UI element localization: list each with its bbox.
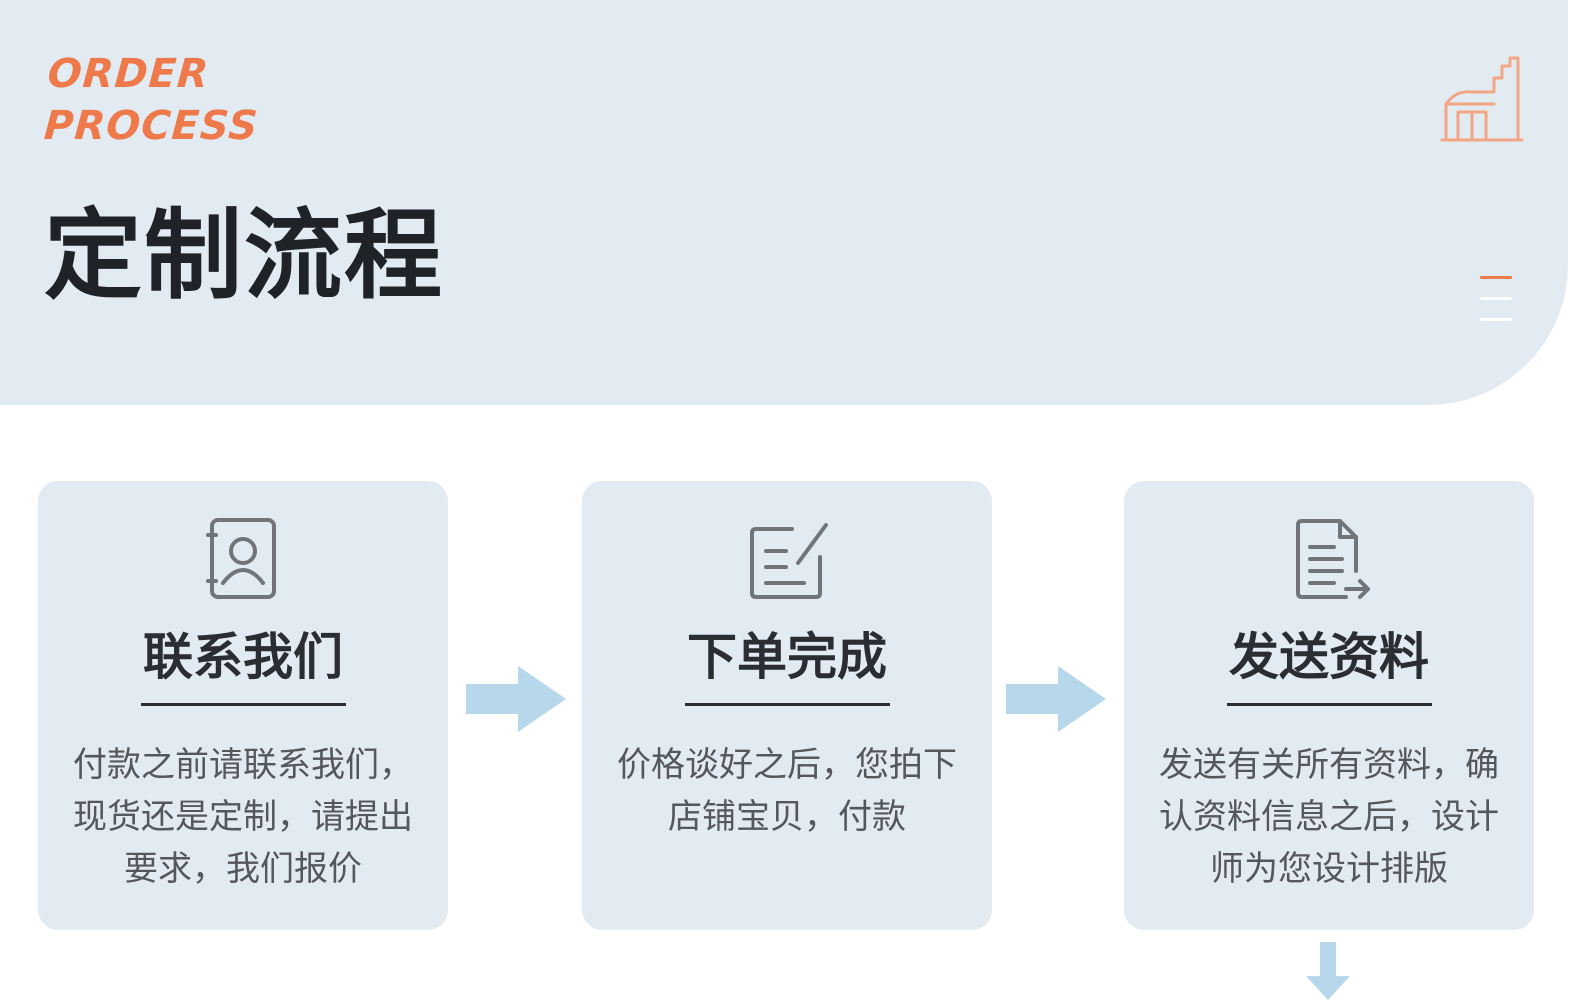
title-underline	[141, 703, 346, 706]
menu-line-top	[1480, 276, 1512, 279]
down-arrow-icon	[1306, 942, 1350, 1000]
english-title-line-1: ORDER	[46, 51, 211, 97]
header-banner: ORDER PROCESS 定制流程	[0, 0, 1568, 405]
document-send-icon	[1296, 519, 1370, 599]
step-description: 价格谈好之后，您拍下店铺宝贝，付款	[617, 745, 957, 837]
user-contact-icon	[206, 518, 276, 599]
step-description: 付款之前请联系我们，现货还是定制，请提出要求，我们报价	[73, 745, 413, 889]
step-card-order: 下单完成 价格谈好之后，您拍下店铺宝贝，付款	[582, 481, 992, 930]
step-title: 发送资料	[1229, 628, 1429, 686]
edit-note-icon	[750, 523, 828, 599]
menu-line-bottom	[1480, 318, 1512, 321]
menu-icon[interactable]	[1480, 276, 1512, 324]
step-description: 发送有关所有资料，确认资料信息之后，设计师为您设计排版	[1159, 745, 1499, 889]
step-title: 下单完成	[687, 628, 887, 686]
page-title: 定制流程	[44, 199, 445, 313]
step-card-contact: 联系我们 付款之前请联系我们，现货还是定制，请提出要求，我们报价	[38, 481, 448, 930]
english-title: ORDER PROCESS	[42, 48, 263, 152]
english-title-line-2: PROCESS	[42, 103, 260, 149]
title-underline	[1227, 703, 1432, 706]
right-arrow-icon	[1006, 666, 1106, 732]
factory-icon	[1440, 56, 1524, 142]
step-card-send-materials: 发送资料 发送有关所有资料，确认资料信息之后，设计师为您设计排版	[1124, 481, 1534, 930]
right-arrow-icon	[466, 666, 566, 732]
menu-line-middle	[1480, 297, 1512, 300]
title-underline	[685, 703, 890, 706]
step-title: 联系我们	[143, 628, 343, 686]
